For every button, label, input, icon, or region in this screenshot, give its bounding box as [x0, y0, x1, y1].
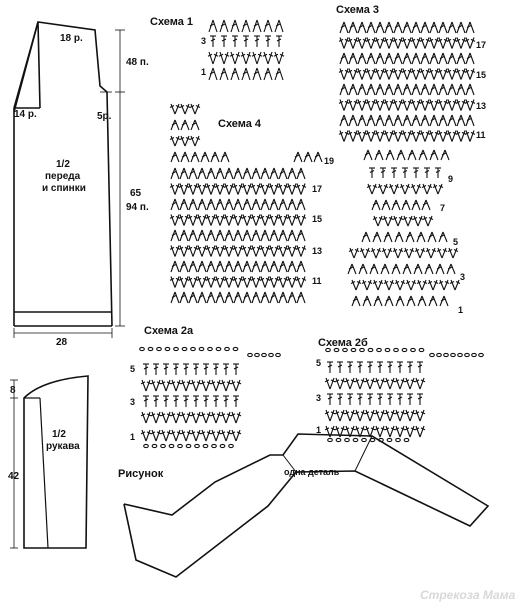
s5-row-1: 1: [458, 305, 464, 315]
s5-row-9: 9: [448, 174, 454, 184]
s1-row-3: 3: [201, 36, 207, 46]
front-label-2: переда: [45, 171, 81, 182]
s5-row-5: 5: [453, 237, 459, 247]
front-back-outline: [13, 21, 125, 338]
s2b-row-5: 5: [316, 358, 322, 368]
assembled-outline: [123, 433, 490, 578]
front-height-rows: 94 п.: [126, 202, 149, 213]
drawing-title: Рисунок: [118, 468, 164, 480]
scheme-3-title: Схема 3: [336, 4, 380, 16]
front-bottom-width: 28: [56, 337, 68, 348]
front-upper-height: 48 п.: [126, 57, 149, 68]
scheme-2b-title: Схема 2б: [318, 337, 368, 349]
s2b-row-1: 1: [316, 425, 322, 435]
sleeve-outline: [10, 375, 89, 549]
sleeve-label-1: 1/2: [52, 429, 66, 440]
front-height-cm: 65: [130, 188, 142, 199]
s4-row-13: 13: [312, 246, 323, 256]
front-left-side: 14 р.: [14, 109, 37, 120]
scheme-4-title: Схема 4: [218, 118, 262, 130]
s5-row-7: 7: [440, 203, 446, 213]
s4-row-11: 11: [312, 276, 322, 286]
s2a-row-5: 5: [130, 364, 136, 374]
front-label-3: и спинки: [42, 183, 86, 194]
scheme-2a-title: Схема 2а: [144, 325, 194, 337]
s4-row-19: 19: [324, 156, 335, 166]
watermark: Стрекоза Мама: [420, 588, 516, 602]
sleeve-label-2: рукава: [46, 441, 80, 452]
stitch-symbols: [139, 19, 484, 449]
s1-row-1: 1: [201, 67, 207, 77]
s5-row-3: 3: [460, 272, 466, 282]
s3-row-11: 11: [476, 130, 486, 140]
sleeve-height: 42: [8, 471, 20, 482]
s3-row-15: 15: [476, 70, 487, 80]
s2a-row-3: 3: [130, 397, 136, 407]
front-label-1: 1/2: [56, 159, 70, 170]
drawing-label: одна деталь: [284, 467, 340, 477]
s2a-row-1: 1: [130, 432, 136, 442]
front-top-width: 18 р.: [60, 33, 83, 44]
s3-row-17: 17: [476, 40, 487, 50]
s4-row-17: 17: [312, 184, 323, 194]
front-right-side: 5р.: [97, 111, 112, 122]
s3-row-13: 13: [476, 101, 487, 111]
scheme-1-title: Схема 1: [150, 16, 194, 28]
sleeve-top-height: 8: [10, 385, 16, 396]
s2b-row-3: 3: [316, 393, 322, 403]
s4-row-15: 15: [312, 214, 323, 224]
